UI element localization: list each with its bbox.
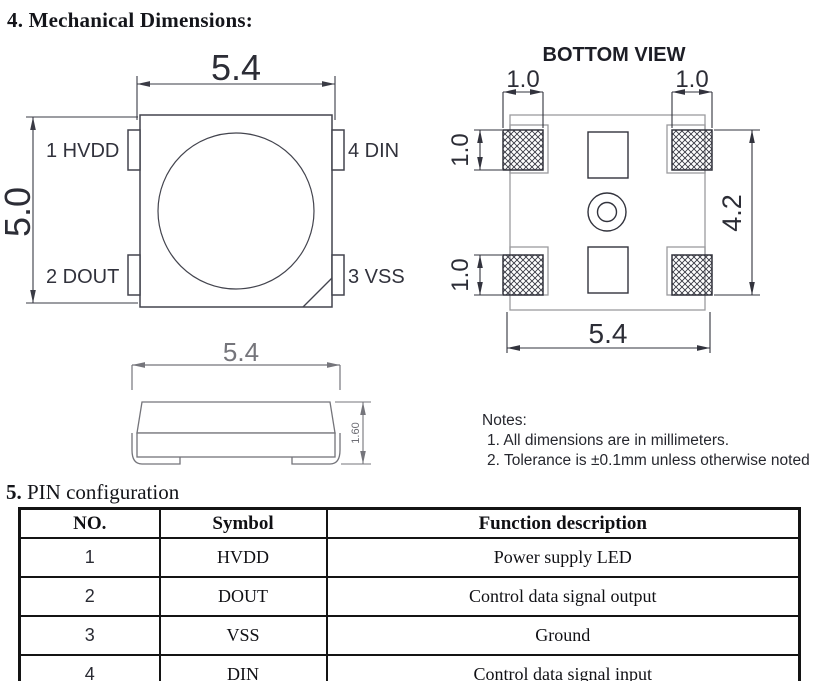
pad-width-left-label: 1.0 — [506, 66, 539, 93]
top-width-dimension — [136, 76, 336, 120]
side-height-dimension — [335, 401, 371, 465]
pin1-label: 1 HVDD — [46, 140, 119, 162]
bottom-width-dimension — [506, 312, 711, 353]
pad-width-dimensions — [502, 89, 713, 128]
pad-height-top-label: 1.0 — [447, 133, 474, 166]
cell-function: Control data signal output — [325, 576, 801, 617]
pin3-tab — [331, 254, 345, 296]
side-view-width-label: 5.4 — [223, 337, 259, 367]
note-item: 2. Tolerance is ±0.1mm unless otherwise … — [487, 452, 810, 469]
led-lens-circle — [157, 132, 315, 290]
cell-symbol: HVDD — [158, 537, 328, 578]
pad-span-height-label: 4.2 — [717, 194, 747, 232]
cell-function: Control data signal input — [325, 654, 801, 681]
cell-symbol: VSS — [158, 615, 328, 656]
side-profile — [131, 401, 341, 465]
package-body — [127, 114, 345, 308]
cell-no: 4 — [18, 654, 161, 681]
center-ring-outer — [587, 192, 627, 232]
center-square-top — [587, 131, 629, 179]
section-5-title: PIN configuration — [27, 480, 180, 504]
header-function: Function description — [325, 507, 801, 539]
side-width-dimension — [131, 362, 341, 390]
notes-block: Notes: 1. All dimensions are in millimet… — [482, 411, 810, 471]
table-row: 1 HVDD Power supply LED — [18, 537, 801, 578]
header-symbol: Symbol — [158, 507, 328, 539]
header-no: NO. — [18, 507, 161, 539]
pad-height-bottom-label: 1.0 — [447, 258, 474, 291]
pad-width-right-label: 1.0 — [675, 66, 708, 93]
pad-top-right — [671, 129, 713, 171]
bottom-view-title: BOTTOM VIEW — [543, 44, 686, 66]
pin-configuration-table: NO. Symbol Function description 1 HVDD P… — [18, 507, 801, 681]
lens-profile — [136, 401, 336, 434]
center-square-bottom — [587, 246, 629, 294]
cell-symbol: DIN — [158, 654, 328, 681]
pin3-label: 3 VSS — [348, 266, 405, 288]
cell-function: Ground — [325, 615, 801, 656]
top-view-drawing: 5.4 5.0 1 HVDD 2 DOUT 4 DIN 3 VSS — [0, 47, 405, 308]
section-4-heading: 4. Mechanical Dimensions: — [7, 8, 253, 32]
bottom-package-outline — [509, 114, 706, 311]
note-item: 1. All dimensions are in millimeters. — [487, 432, 730, 449]
table-row: 3 VSS Ground — [18, 615, 801, 656]
pad-height-dimensions — [474, 129, 502, 296]
pin2-label: 2 DOUT — [46, 266, 119, 288]
notes-title: Notes: — [482, 412, 527, 429]
table-row: 2 DOUT Control data signal output — [18, 576, 801, 617]
side-view-height-label: 1.60 — [350, 422, 362, 443]
cell-no: 3 — [18, 615, 161, 656]
table-row: 4 DIN Control data signal input — [18, 654, 801, 681]
center-features — [587, 131, 629, 294]
top-height-dimension — [26, 116, 138, 304]
pin3-corner-chamfer — [302, 277, 333, 308]
cell-function: Power supply LED — [325, 537, 801, 578]
lead-left — [131, 433, 181, 465]
bottom-view-width-label: 5.4 — [589, 318, 628, 349]
pin2-tab — [127, 254, 141, 296]
base-profile — [136, 432, 336, 458]
pad-top-left — [502, 129, 544, 171]
center-ring-inner — [596, 201, 618, 223]
section-5-number: 5. — [6, 480, 22, 504]
cell-symbol: DOUT — [158, 576, 328, 617]
pad-span-dimension — [714, 129, 760, 296]
pad-bottom-right — [671, 254, 713, 296]
lead-right — [291, 433, 341, 465]
package-outline — [139, 114, 333, 308]
top-view-width-label: 5.4 — [211, 47, 261, 88]
cell-no: 2 — [18, 576, 161, 617]
side-view-drawing: 5.4 1.60 — [131, 337, 371, 465]
pad-bottom-left — [502, 254, 544, 296]
cell-no: 1 — [18, 537, 161, 578]
section-5-heading: 5. PIN configuration — [6, 480, 179, 505]
pin4-tab — [331, 129, 345, 171]
pin1-tab — [127, 129, 141, 171]
pin4-label: 4 DIN — [348, 140, 399, 162]
top-view-height-label: 5.0 — [0, 187, 38, 237]
solder-pads — [502, 129, 713, 296]
table-header-row: NO. Symbol Function description — [18, 507, 801, 539]
bottom-view-drawing: BOTTOM VIEW 1. — [447, 44, 760, 353]
